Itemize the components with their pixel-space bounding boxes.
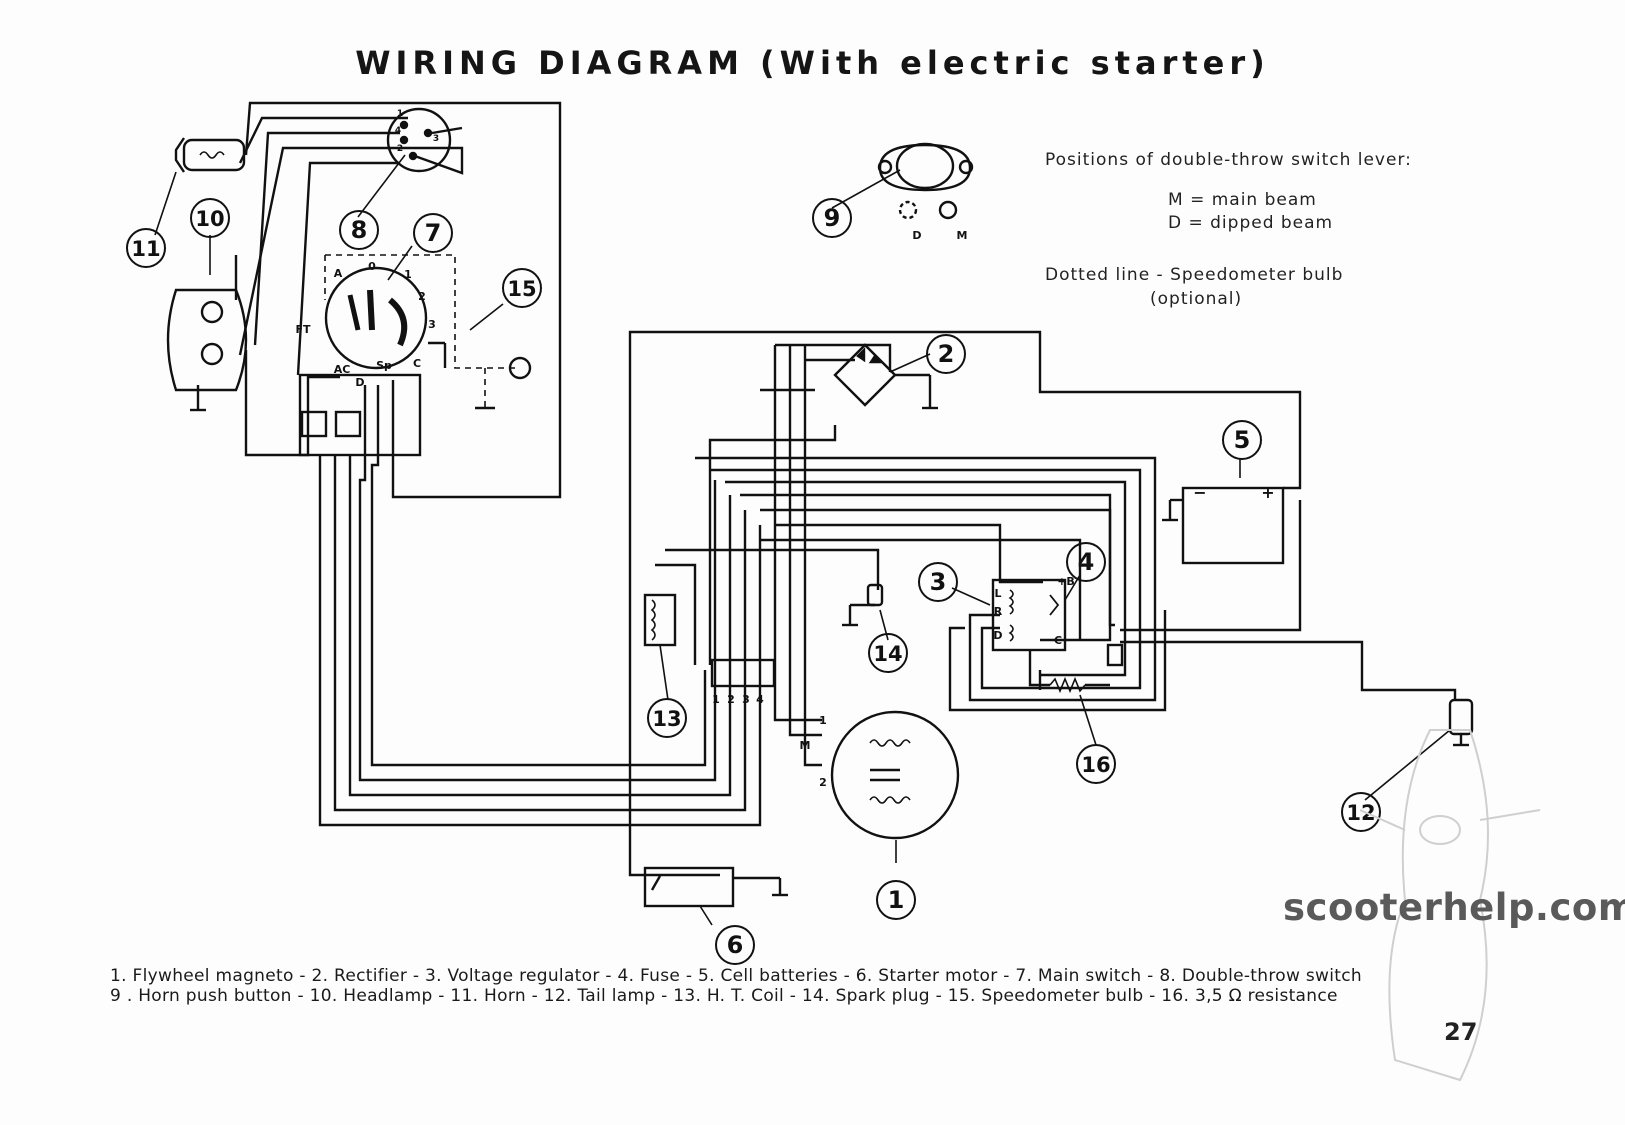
main-switch-2-label: 2 <box>418 290 426 303</box>
callout-15-circle <box>502 268 542 308</box>
regulator-c-label: C <box>1054 634 1062 647</box>
battery-minus-label: − <box>1193 483 1206 502</box>
regulator-d-label: D <box>993 629 1002 642</box>
callout-9-circle <box>812 198 852 238</box>
callout-8: 8 <box>351 216 368 244</box>
callout-5: 5 <box>1234 426 1251 454</box>
double-throw-switch <box>386 107 463 173</box>
main-switch-1-label: 1 <box>404 268 412 281</box>
main-switch-ac-label: AC <box>334 363 351 376</box>
magneto-m-label: M <box>800 739 811 752</box>
callout-13: 13 <box>652 707 681 731</box>
callout-10: 10 <box>195 207 224 231</box>
legend-line-2: 9 . Horn push button - 10. Headlamp - 11… <box>110 986 1338 1006</box>
callout-2: 2 <box>938 340 955 368</box>
regulator-r-label: R <box>994 605 1003 618</box>
speedometer-bulb <box>475 356 532 410</box>
callout-3-circle <box>918 562 958 602</box>
rectifier <box>833 343 938 410</box>
optional-note: (optional) <box>1150 289 1243 309</box>
callout-6-circle <box>715 925 755 965</box>
callout-9: 9 <box>824 204 841 232</box>
callout-2-circle <box>926 334 966 374</box>
callout-7-circle <box>413 213 453 253</box>
dtswitch-1-label: 1 <box>397 109 403 119</box>
callout-1: 1 <box>888 886 905 914</box>
main-switch-a-label: A <box>334 267 343 280</box>
regulator-l-label: L <box>994 587 1001 600</box>
callout-10-circle <box>190 198 230 238</box>
scooter-watermark <box>1359 729 1541 1082</box>
callout-circles <box>126 198 1381 965</box>
callout-12: 12 <box>1346 801 1375 825</box>
callout-14-circle <box>868 633 908 673</box>
dtswitch-4-label: 4 <box>395 126 401 136</box>
callout-8-circle <box>339 210 379 250</box>
horn-push-button <box>877 142 974 220</box>
callout-6: 6 <box>727 931 744 959</box>
legend-line-1: 1. Flywheel magneto - 2. Rectifier - 3. … <box>110 966 1362 986</box>
battery-plus-label: + <box>1261 483 1274 502</box>
callout-13-circle <box>647 698 687 738</box>
terminal-labels: D M A 0 1 2 3 FT AC Sp C D L R D +B C 1 … <box>295 109 1274 789</box>
callout-7: 7 <box>425 219 442 247</box>
main-switch-c-label: C <box>413 357 421 370</box>
main-switch-0-label: 0 <box>368 260 376 273</box>
callout-3: 3 <box>930 568 947 596</box>
callout-5-circle <box>1222 420 1262 460</box>
coil-terminal-1: 1 <box>712 693 720 706</box>
switch-d-label: D <box>912 229 921 242</box>
magneto-2-label: 2 <box>819 776 827 789</box>
dtswitch-2-label: 2 <box>397 144 403 154</box>
callout-16: 16 <box>1081 753 1110 777</box>
dotted-line-note: Dotted line - Speedometer bulb <box>1045 265 1344 285</box>
main-switch-d-label: D <box>355 376 364 389</box>
dtswitch-3-label: 3 <box>433 134 439 144</box>
d-dipped-beam: D = dipped beam <box>1168 213 1334 233</box>
wires <box>238 101 1457 877</box>
callout-4: 4 <box>1078 548 1095 576</box>
main-switch-sp-label: Sp <box>376 359 392 372</box>
callout-15: 15 <box>507 277 536 301</box>
coil-terminal-2: 2 <box>727 693 735 706</box>
voltage-regulator <box>991 578 1124 694</box>
coil-terminal-3: 3 <box>742 693 750 706</box>
battery <box>1162 486 1285 565</box>
horn <box>174 137 246 173</box>
speedometer-dotted-wire <box>324 254 520 408</box>
callout-11-circle <box>126 228 166 268</box>
flywheel-magneto <box>830 710 960 840</box>
tail-lamp <box>1448 698 1474 747</box>
callout-1-circle <box>876 880 916 920</box>
m-main-beam: M = main beam <box>1168 190 1317 210</box>
page-number: 27 <box>1444 1018 1478 1046</box>
headlamp <box>166 255 248 412</box>
spark-plug <box>842 583 884 627</box>
switch-m-label: M <box>957 229 968 242</box>
regulator-b-label: +B <box>1057 575 1075 588</box>
watermark: scooterhelp.com <box>1283 886 1625 929</box>
callout-11: 11 <box>131 237 160 261</box>
main-switch-3-label: 3 <box>428 318 436 331</box>
coil-terminal-4: 4 <box>756 693 764 706</box>
callout-12-circle <box>1341 792 1381 832</box>
positions-heading: Positions of double-throw switch lever: <box>1045 150 1412 170</box>
callout-14: 14 <box>873 642 902 666</box>
magneto-1-label: 1 <box>819 714 827 727</box>
starter-motor <box>643 866 788 908</box>
callout-numbers: 1 2 3 4 5 6 7 8 9 10 11 12 13 14 15 16 <box>131 204 1375 959</box>
callout-16-circle <box>1076 744 1116 784</box>
main-switch-ft-label: FT <box>295 323 311 336</box>
callout-4-circle <box>1066 542 1106 582</box>
page-title: WIRING DIAGRAM (With electric starter) <box>355 44 1270 82</box>
main-switch <box>300 266 447 438</box>
